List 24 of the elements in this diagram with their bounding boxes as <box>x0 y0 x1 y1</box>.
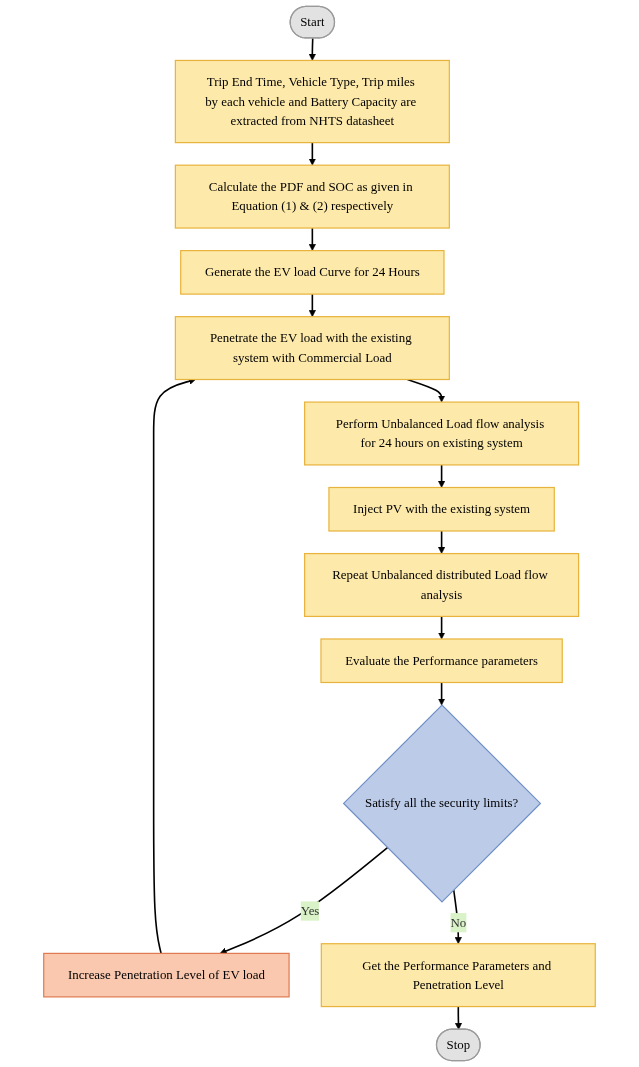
node-box: Repeat Unbalanced distributed Load flow analysis <box>304 552 580 618</box>
node-box: Trip End Time, Vehicle Type, Trip miles by each vehicle and Battery Capacity are extracted from NHTS datasheet <box>174 59 450 144</box>
arrow <box>454 1005 462 1030</box>
node-box: Calculate the PDF and SOC as given in Equation (1) & (2) respectively <box>174 164 450 229</box>
node-diamond: Satisfy all the security limits? <box>342 704 542 903</box>
edge-label: Yes <box>300 903 320 918</box>
arrow <box>438 530 446 554</box>
arrow <box>219 846 389 955</box>
arrow <box>308 141 316 166</box>
node-box: Increase Penetration Level of EV load <box>43 952 290 998</box>
node-box: Get the Performance Parameters and Penetration Level <box>320 943 596 1008</box>
arrow <box>308 37 316 61</box>
arrow <box>308 227 316 251</box>
arrow <box>438 464 446 488</box>
arrow <box>406 378 446 403</box>
arrow <box>438 681 446 706</box>
node-box: Perform Unbalanced Load flow analysis for 24 hours on existing system <box>304 401 580 466</box>
node-box: Inject PV with the existing system <box>328 486 555 532</box>
node-box: Evaluate the Performance parameters <box>320 638 563 684</box>
arrow <box>308 293 316 317</box>
edge-label: No <box>450 915 467 930</box>
node-box: Penetrate the EV load with the existing system with Commercial Load <box>174 316 450 381</box>
arrow <box>438 615 446 640</box>
node-box: Generate the EV load Curve for 24 Hours <box>180 250 445 295</box>
